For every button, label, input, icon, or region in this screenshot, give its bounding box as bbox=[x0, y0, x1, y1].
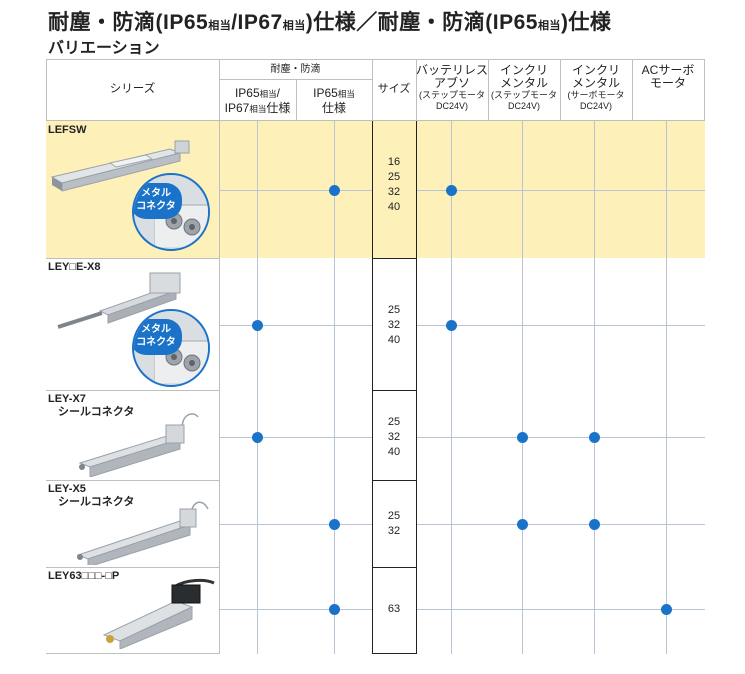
metal-connector-badge-lefsw: メタルコネクタ bbox=[132, 173, 210, 251]
col-sep bbox=[296, 80, 297, 121]
col-sep bbox=[372, 59, 373, 121]
header-bottom-border bbox=[46, 120, 705, 121]
metal-connector-badge-ley-e-x8: メタルコネクタ bbox=[132, 309, 210, 387]
col-sep bbox=[416, 59, 417, 121]
grid-row-ley63 bbox=[417, 609, 705, 610]
dot-ley63-ip65 bbox=[329, 604, 340, 615]
grid-row-x5 bbox=[220, 524, 372, 525]
header-dust-proof: 耐塵・防滴 bbox=[270, 64, 321, 75]
dot-x8-ip65-67 bbox=[252, 320, 263, 331]
col-sep bbox=[488, 59, 489, 121]
dot-lefsw-ip65 bbox=[329, 185, 340, 196]
table-right-border bbox=[704, 59, 705, 121]
size-sep bbox=[372, 480, 416, 481]
row-sep bbox=[46, 390, 219, 391]
dot-x5-inc-servo bbox=[589, 519, 600, 530]
size-sep bbox=[372, 258, 416, 259]
sizes-ley63: 63 bbox=[387, 603, 401, 615]
size-sep bbox=[372, 653, 416, 654]
series-ley63: LEY63□□□-□P bbox=[48, 570, 120, 582]
table-top-border bbox=[46, 59, 705, 60]
grid-col-ip65 bbox=[334, 121, 335, 654]
dot-x5-ip65 bbox=[329, 519, 340, 530]
series-ley-x7: LEY-X7 bbox=[48, 393, 86, 405]
col-sep bbox=[560, 59, 561, 121]
product-image-ley63 bbox=[102, 578, 215, 649]
variation-table: シリーズ 耐塵・防滴 IP65相当/ IP67相当仕様 IP65相当 仕様 サイ… bbox=[46, 59, 705, 654]
product-image-ley-x5 bbox=[76, 501, 209, 565]
dot-lefsw-battery bbox=[446, 185, 457, 196]
header-ac-servo: ACサーボモータ bbox=[641, 63, 695, 90]
grid-col-battery bbox=[451, 121, 452, 654]
header-ip65: IP65相当 仕様 bbox=[313, 86, 355, 115]
grid-col-inc-servo bbox=[594, 121, 595, 654]
row-sep bbox=[46, 258, 219, 259]
header-series: シリーズ bbox=[109, 83, 156, 95]
table-bottom bbox=[46, 653, 219, 654]
grid-col-ac bbox=[666, 121, 667, 654]
header-size: サイズ bbox=[377, 83, 411, 95]
row-sep bbox=[46, 480, 219, 481]
grid-row-x8 bbox=[220, 325, 372, 326]
series-ley-e-x8: LEY□E-X8 bbox=[48, 261, 101, 273]
series-ley-x5-sub: シールコネクタ bbox=[58, 496, 135, 508]
grid-row-x8 bbox=[417, 325, 705, 326]
grid-row-x5 bbox=[417, 524, 705, 525]
grid-row-x7 bbox=[220, 437, 372, 438]
dot-x7-inc-step bbox=[517, 432, 528, 443]
header-bg bbox=[46, 59, 705, 121]
size-sep bbox=[372, 390, 416, 391]
product-image-lefsw bbox=[50, 140, 190, 192]
dot-x7-inc-servo bbox=[589, 432, 600, 443]
grid-row-x7 bbox=[417, 437, 705, 438]
dot-x8-battery bbox=[446, 320, 457, 331]
header-ip65-ip67: IP65相当/ IP67相当仕様 bbox=[224, 86, 291, 115]
col-sep bbox=[632, 59, 633, 121]
col-sep bbox=[219, 59, 220, 654]
row-sep bbox=[46, 567, 219, 568]
size-sep bbox=[372, 567, 416, 568]
dot-ley63-ac bbox=[661, 604, 672, 615]
grid-col-ip65-67 bbox=[257, 121, 258, 654]
dot-x7-ip65-67 bbox=[252, 432, 263, 443]
grid-row-ley63 bbox=[220, 609, 372, 610]
subheader-sep bbox=[219, 79, 372, 80]
product-image-ley-x7 bbox=[78, 413, 199, 477]
table-left-border bbox=[46, 59, 47, 121]
size-col-left bbox=[372, 121, 373, 654]
product-image-ley-e-x8 bbox=[57, 272, 181, 329]
series-ley-x7-sub: シールコネクタ bbox=[58, 406, 135, 418]
page-subtitle: バリエーション bbox=[48, 40, 160, 57]
series-ley-x5: LEY-X5 bbox=[48, 483, 86, 495]
series-lefsw: LEFSW bbox=[48, 124, 87, 136]
page-title: 耐塵・防滴(IP65相当/IP67相当)仕様／耐塵・防滴(IP65相当)仕様 bbox=[48, 11, 612, 34]
grid-col-inc-step bbox=[522, 121, 523, 654]
grid-row-lefsw bbox=[417, 190, 705, 191]
grid-row-lefsw bbox=[220, 190, 372, 191]
dot-x5-inc-step bbox=[517, 519, 528, 530]
size-col-right bbox=[416, 121, 417, 654]
